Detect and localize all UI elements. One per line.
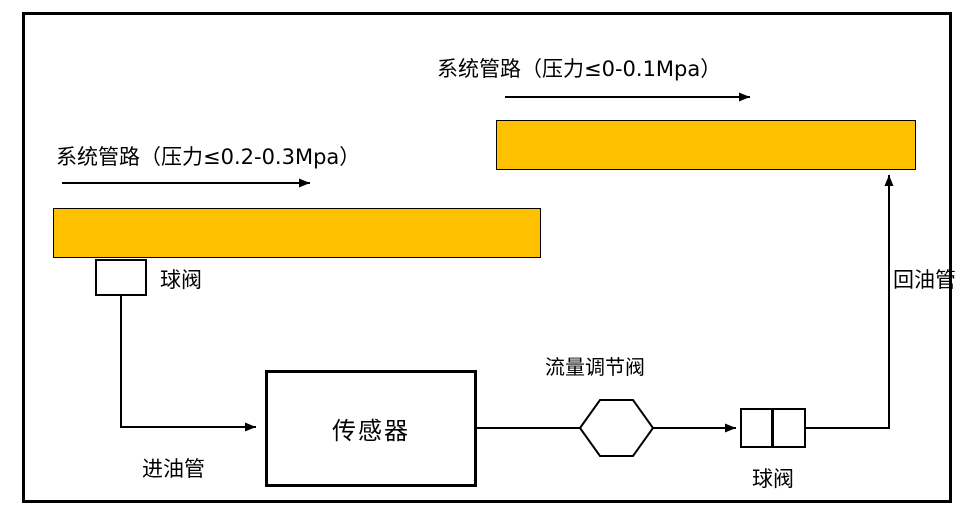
left-system-pipe	[53, 208, 541, 258]
ball-valve-bottom-right-cell	[773, 408, 806, 448]
inlet-pipe-label: 进油管	[142, 457, 205, 481]
ball-valve-top-label: 球阀	[160, 268, 202, 292]
sensor-box: 传感器	[265, 370, 477, 487]
ball-valve-bottom	[740, 408, 806, 448]
ball-valve-top	[95, 259, 147, 296]
flow-valve-label: 流量调节阀	[545, 355, 645, 379]
return-pipe-label: 回油管	[893, 268, 956, 292]
left-pipe-flow-label: 系统管路（压力≤0.2-0.3Mpa）	[56, 145, 361, 169]
ball-valve-bottom-left-cell	[740, 408, 773, 448]
top-pipe-flow-label: 系统管路（压力≤0-0.1Mpa）	[437, 57, 722, 81]
sensor-label: 传感器	[332, 417, 410, 445]
ball-valve-bottom-label: 球阀	[752, 467, 794, 491]
diagram-border	[22, 12, 952, 503]
right-system-pipe	[496, 120, 916, 170]
